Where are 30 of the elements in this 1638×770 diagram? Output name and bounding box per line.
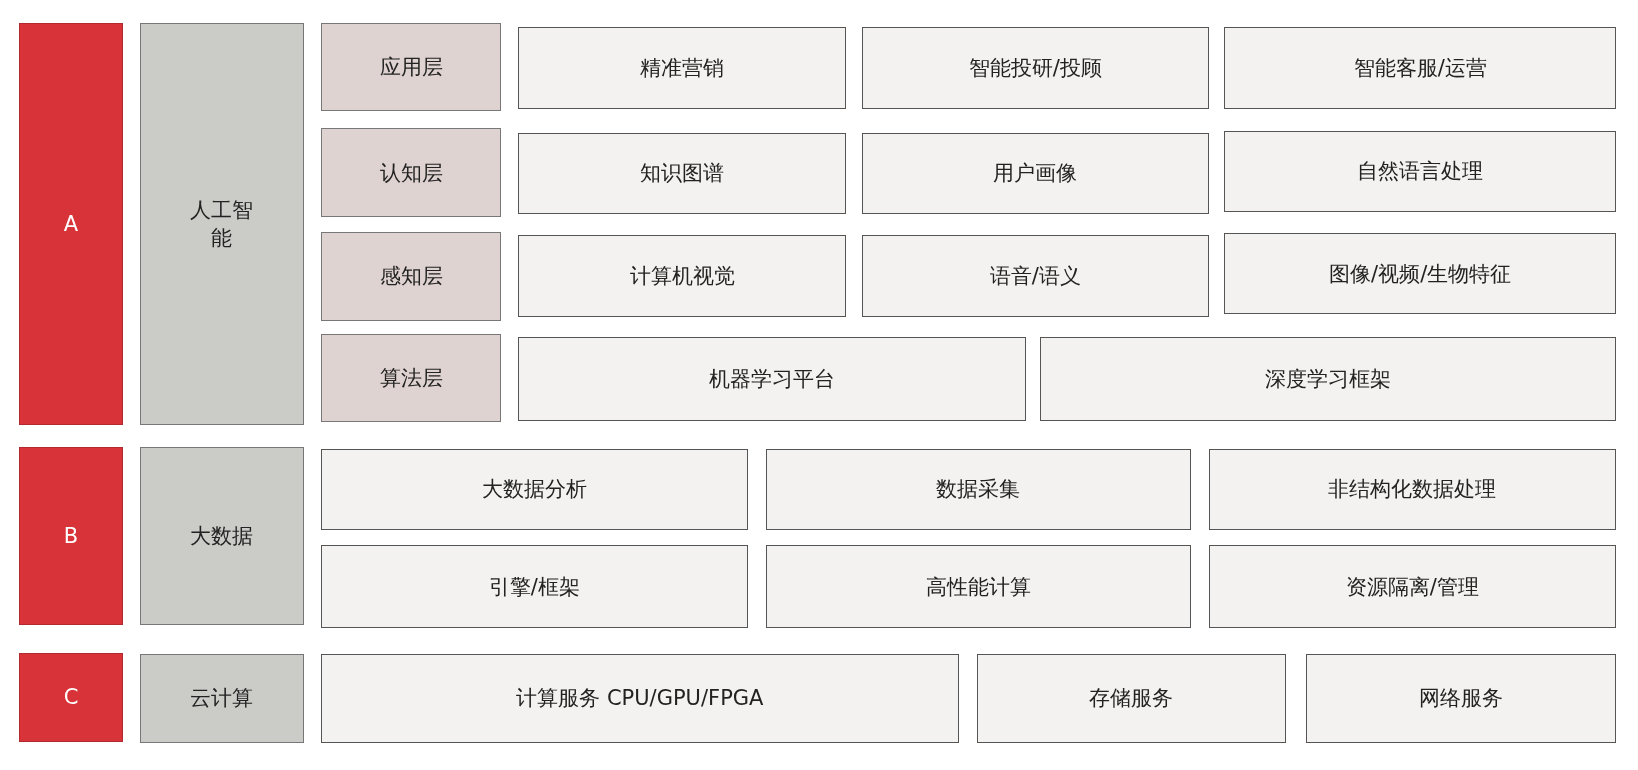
layer-box: 算法层 [320, 334, 502, 423]
module-box: 网络服务 [1305, 653, 1617, 743]
section-label-box: C [18, 652, 124, 742]
module-box: 知识图谱 [518, 132, 847, 215]
module-box: 语音/语义 [861, 235, 1209, 317]
module-box: 计算机视觉 [518, 235, 847, 317]
module-box: 智能投研/投顾 [861, 27, 1209, 109]
category-box: 云计算 [139, 653, 304, 743]
module-box: 数据采集 [765, 449, 1191, 530]
category-box: 人工智能 [139, 22, 304, 426]
module-box: 精准营销 [518, 27, 847, 109]
layer-box: 认知层 [320, 128, 502, 218]
module-box: 图像/视频/生物特征 [1224, 232, 1617, 315]
module-box: 机器学习平台 [518, 337, 1026, 421]
module-box: 智能客服/运营 [1224, 27, 1617, 109]
module-box: 深度学习框架 [1040, 337, 1617, 421]
module-box: 计算服务 CPU/GPU/FPGA [320, 653, 959, 743]
module-box: 存储服务 [976, 653, 1286, 743]
module-box: 高性能计算 [765, 545, 1191, 628]
module-box: 大数据分析 [320, 449, 748, 530]
module-box: 用户画像 [861, 132, 1209, 215]
module-box: 自然语言处理 [1224, 130, 1617, 213]
category-box: 大数据 [139, 447, 304, 625]
module-box: 非结构化数据处理 [1208, 449, 1617, 530]
module-box: 资源隔离/管理 [1208, 545, 1617, 628]
module-box: 引擎/框架 [320, 545, 748, 628]
section-label-box: A [18, 22, 124, 426]
section-label-box: B [18, 447, 124, 625]
layer-box: 应用层 [320, 22, 502, 111]
layer-box: 感知层 [320, 231, 502, 321]
